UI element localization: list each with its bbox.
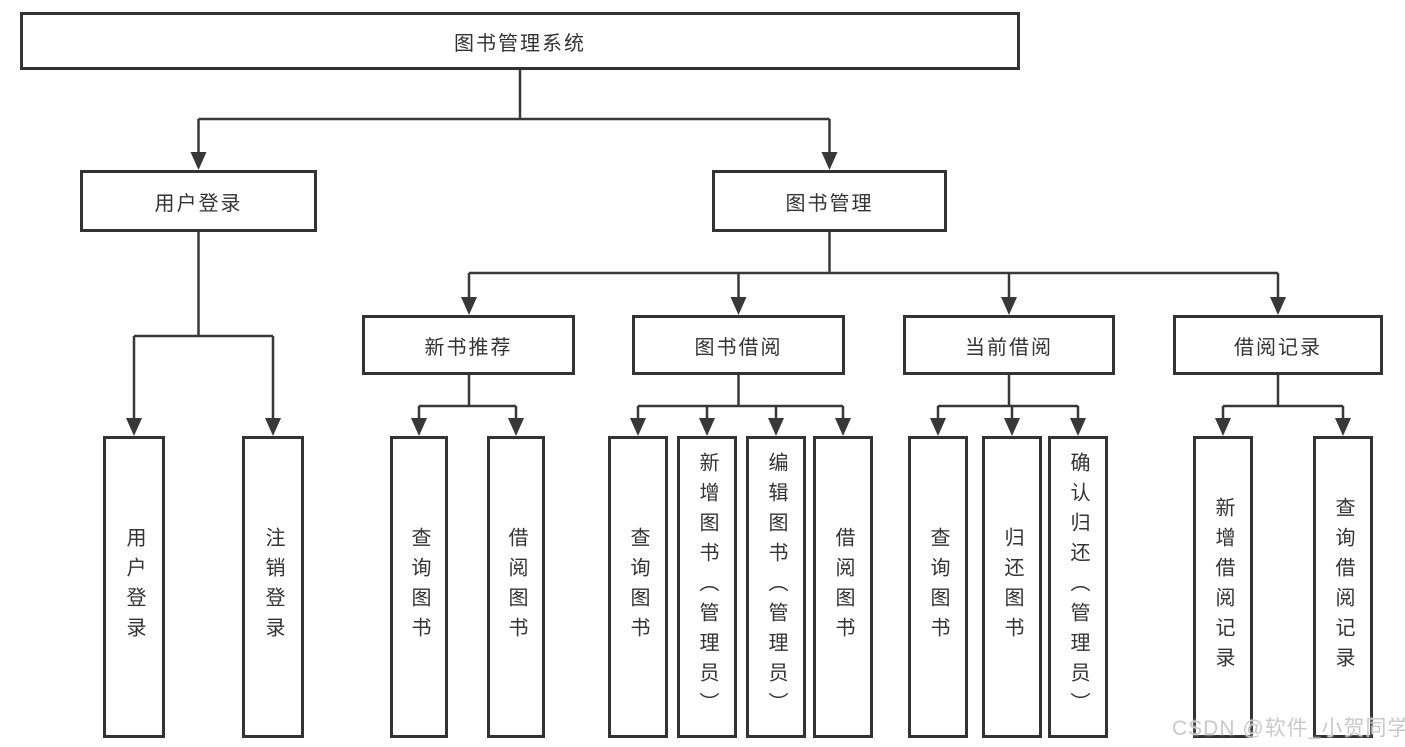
leaf-edit-books-admin: 编辑图书（管理员）	[746, 436, 806, 738]
arrowheads	[126, 152, 1351, 436]
leaf-return-books: 归还图书	[982, 436, 1042, 738]
watermark: CSDN @软件_小贺同学	[1172, 717, 1405, 740]
node-book-borrowing: 图书借阅	[632, 315, 845, 375]
node-borrowing-records: 借阅记录	[1173, 315, 1383, 375]
leaf-label: 查询图书	[627, 527, 649, 647]
leaf-query-books-borrow: 查询图书	[608, 436, 668, 738]
leaf-label: 新增图书（管理员）	[696, 452, 718, 722]
leaf-query-books-current: 查询图书	[908, 436, 968, 738]
leaf-label: 查询借阅记录	[1332, 497, 1354, 677]
leaf-confirm-return-admin: 确认归还（管理员）	[1048, 436, 1108, 738]
leaf-borrow-books-recommend: 借阅图书	[487, 436, 545, 738]
leaf-user-login: 用户登录	[103, 436, 165, 738]
leaf-label: 借阅图书	[832, 527, 854, 647]
leaf-label: 编辑图书（管理员）	[765, 452, 787, 722]
leaf-label: 查询图书	[927, 527, 949, 647]
node-book-management: 图书管理	[712, 170, 947, 232]
leaf-query-borrow-record: 查询借阅记录	[1313, 436, 1373, 738]
node-current-borrowing: 当前借阅	[903, 315, 1115, 375]
leaf-label: 新增借阅记录	[1212, 497, 1234, 677]
leaf-add-borrow-record: 新增借阅记录	[1193, 436, 1253, 738]
leaf-label: 用户登录	[123, 527, 145, 647]
leaf-query-books-recommend: 查询图书	[390, 436, 448, 738]
leaf-logout: 注销登录	[242, 436, 304, 738]
leaf-borrow-books: 借阅图书	[813, 436, 873, 738]
node-user-login: 用户登录	[80, 170, 317, 232]
leaf-label: 查询图书	[408, 527, 430, 647]
leaf-label: 确认归还（管理员）	[1067, 452, 1089, 722]
leaf-add-books-admin: 新增图书（管理员）	[677, 436, 737, 738]
leaf-label: 借阅图书	[505, 527, 527, 647]
node-new-book-recommendation: 新书推荐	[362, 315, 575, 375]
node-library-management-system: 图书管理系统	[20, 12, 1020, 70]
leaf-label: 注销登录	[262, 527, 284, 647]
leaf-label: 归还图书	[1001, 527, 1023, 647]
